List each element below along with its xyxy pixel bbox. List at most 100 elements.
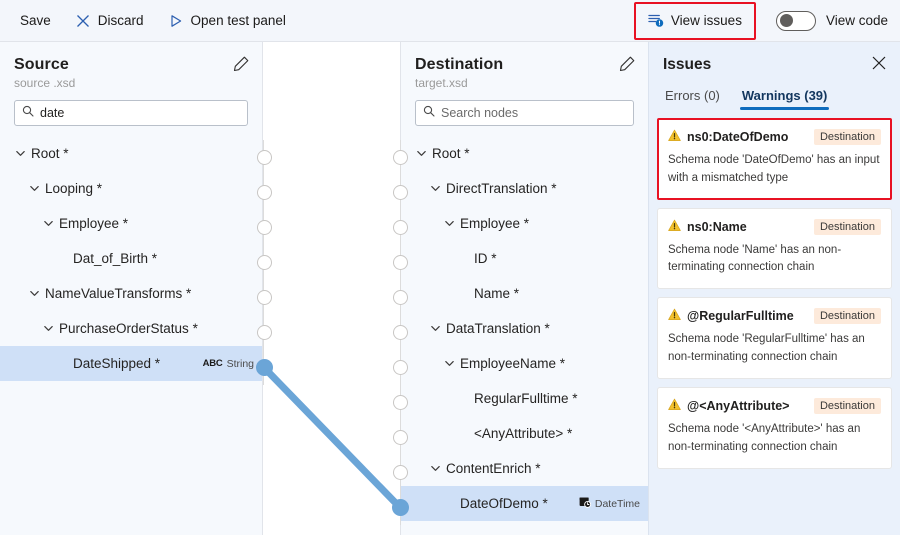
destination-tree: Root *DirectTranslation * Employee * ID * N… <box>401 136 648 521</box>
edit-pencil-icon[interactable] <box>618 55 636 73</box>
chevron-down-icon[interactable] <box>429 182 442 195</box>
tree-node-label: Employee * <box>59 216 129 231</box>
tree-node-row[interactable]: ID * <box>401 241 648 276</box>
connection-handle[interactable] <box>392 430 408 445</box>
discard-button[interactable]: Discard <box>65 6 154 36</box>
connection-handle[interactable] <box>391 499 409 516</box>
connection-handle[interactable] <box>392 220 408 235</box>
destination-panel-header: Destination target.xsd <box>401 42 648 90</box>
connection-handle[interactable] <box>392 465 408 480</box>
source-panel-header: Source source .xsd <box>0 42 262 90</box>
connection-handle[interactable] <box>392 360 408 375</box>
tree-node-row[interactable]: DataTranslation * <box>401 311 648 346</box>
destination-search-input[interactable] <box>441 106 626 120</box>
chevron-down-icon[interactable] <box>42 322 55 335</box>
issue-name: @RegularFulltime <box>668 308 794 324</box>
connection-handle[interactable] <box>256 255 272 270</box>
connection-handle[interactable] <box>392 185 408 200</box>
tree-node-row[interactable]: NameValueTransforms * <box>0 276 262 311</box>
view-code-toggle[interactable] <box>775 10 816 31</box>
chevron-down-icon[interactable] <box>443 217 456 230</box>
tree-node-row[interactable]: <AnyAttribute> * <box>401 416 648 451</box>
issue-description: Schema node '<AnyAttribute>' has an non-… <box>668 422 861 453</box>
warning-triangle-icon <box>668 398 681 414</box>
issues-list-icon <box>648 13 664 29</box>
connection-handle[interactable] <box>256 150 272 165</box>
issues-panel: Issues Errors (0) Warnings (39) ns0:DateO… <box>648 42 900 535</box>
source-tree: Root * Looping * Employee * Dat_of_Birth *N… <box>0 136 262 381</box>
connection-handle[interactable] <box>392 395 408 410</box>
chevron-down-icon[interactable] <box>42 217 55 230</box>
connection-handle[interactable] <box>256 220 272 235</box>
tree-node-row[interactable]: Employee * <box>401 206 648 241</box>
tree-node-label: Looping * <box>45 181 103 196</box>
save-button[interactable]: Save <box>10 6 61 36</box>
tree-node-row[interactable]: RegularFulltime * <box>401 381 648 416</box>
connection-handle[interactable] <box>392 150 408 165</box>
tree-node-row[interactable]: Root * <box>401 136 648 171</box>
top-toolbar: Save Discard Open test panel <box>0 0 900 42</box>
connection-line <box>260 364 404 511</box>
chevron-down-icon[interactable] <box>14 147 27 160</box>
open-test-panel-button[interactable]: Open test panel <box>158 6 296 36</box>
source-search-box[interactable] <box>14 100 248 126</box>
mapping-canvas[interactable]: Source source .xsd Root * Looping * Employ… <box>0 42 900 535</box>
chevron-down-icon[interactable] <box>28 287 41 300</box>
tree-node-row[interactable]: EmployeeName * <box>401 346 648 381</box>
tree-node-label: Name * <box>474 286 520 301</box>
source-search-input[interactable] <box>40 106 240 120</box>
tree-node-label: RegularFulltime * <box>474 391 578 406</box>
chevron-down-icon[interactable] <box>429 462 442 475</box>
abc-icon: ABC <box>202 358 223 369</box>
connection-handle[interactable] <box>392 290 408 305</box>
tree-node-label: Employee * <box>460 216 530 231</box>
edit-pencil-icon[interactable] <box>232 55 250 73</box>
tree-node-row[interactable]: Root * <box>0 136 262 171</box>
close-icon[interactable] <box>870 54 888 72</box>
warning-triangle-icon <box>668 219 681 235</box>
destination-panel: Destination target.xsd Root *DirectTrans… <box>400 42 648 535</box>
chevron-down-icon[interactable] <box>443 357 456 370</box>
tree-node-row[interactable]: Name * <box>401 276 648 311</box>
connection-handle[interactable] <box>392 255 408 270</box>
issue-location-badge: Destination <box>813 218 881 235</box>
tree-node-row[interactable]: PurchaseOrderStatus * <box>0 311 262 346</box>
issue-card-header: ns0:Name Destination <box>668 218 881 235</box>
connection-handle[interactable] <box>256 290 272 305</box>
tree-node-row[interactable]: DateOfDemo *DateTime <box>401 486 648 521</box>
issue-name-text: ns0:Name <box>687 219 747 234</box>
connection-handle[interactable] <box>255 359 273 376</box>
view-issues-label: View issues <box>670 13 742 28</box>
view-issues-button[interactable]: View issues <box>638 6 752 36</box>
source-panel: Source source .xsd Root * Looping * Employ… <box>0 42 263 535</box>
issue-location-badge: Destination <box>813 308 881 325</box>
chevron-down-icon[interactable] <box>28 182 41 195</box>
destination-search-box[interactable] <box>415 100 634 126</box>
tree-node-row[interactable]: Looping * <box>0 171 262 206</box>
play-triangle-icon <box>168 13 184 29</box>
tree-node-row[interactable]: ContentEnrich * <box>401 451 648 486</box>
issues-tab[interactable]: Errors (0) <box>665 88 720 103</box>
toggle-knob <box>779 14 793 27</box>
tree-node-label: ContentEnrich * <box>446 461 541 476</box>
tree-node-row[interactable]: DirectTranslation * <box>401 171 648 206</box>
issues-panel-header: Issues <box>649 42 900 74</box>
connection-handle[interactable] <box>256 325 272 340</box>
issues-tab[interactable]: Warnings (39) <box>739 88 830 110</box>
connection-handle[interactable] <box>256 185 272 200</box>
chevron-down-icon[interactable] <box>415 147 428 160</box>
view-code-toggle-group: View code <box>775 10 888 31</box>
chevron-down-icon[interactable] <box>429 322 442 335</box>
search-icon <box>22 104 34 122</box>
tree-node-row[interactable]: Employee * <box>0 206 262 241</box>
warning-triangle-icon <box>668 308 681 324</box>
connection-handle[interactable] <box>392 325 408 340</box>
issue-location-badge: Destination <box>813 397 881 414</box>
tree-node-row[interactable]: Dat_of_Birth * <box>0 241 262 276</box>
